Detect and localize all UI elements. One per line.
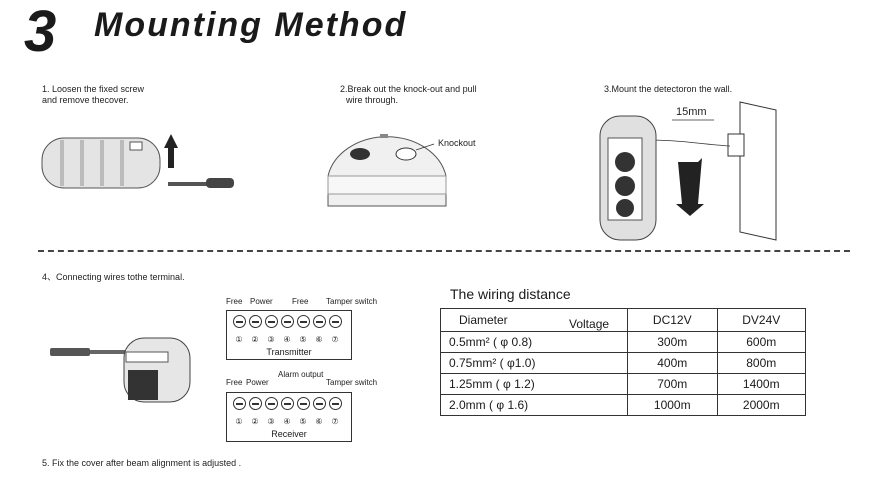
- header-voltage: Voltage: [569, 317, 610, 331]
- tx-label-free-2: Free: [292, 297, 309, 306]
- wiring-header-row: Diameter Voltage DC12V DV24V: [440, 308, 807, 332]
- tx-label-free-1: Free: [226, 297, 243, 306]
- step-2-line-1: 2.Break out the knock-out and pull: [340, 84, 477, 94]
- rx-terminal: [328, 397, 342, 410]
- tx-terminal: [312, 315, 326, 328]
- step-4-illustration: [50, 337, 191, 403]
- section-divider: [38, 250, 850, 252]
- step-3-illustration: [599, 101, 777, 241]
- tx-terminal: [264, 315, 278, 328]
- row-dv24v: 800m: [716, 352, 807, 374]
- wiring-table: Diameter Voltage DC12V DV24V 0.5mm² ( φ …: [440, 308, 807, 416]
- rx-terminal: [264, 397, 278, 410]
- row-diameter: 2.0mm ( φ 1.6): [440, 394, 628, 416]
- header-dv24v: DV24V: [716, 308, 807, 332]
- row-dv24v: 2000m: [716, 394, 807, 416]
- receiver-name: Receiver: [271, 429, 307, 439]
- rx-num: ③: [267, 417, 275, 426]
- tx-label-power: Power: [250, 297, 273, 306]
- step-5-text: 5. Fix the cover after beam alignment is…: [42, 458, 242, 468]
- header-dc12v: DC12V: [627, 308, 718, 332]
- rx-num: ⑦: [331, 417, 339, 426]
- row-dv24v: 1400m: [716, 373, 807, 395]
- tx-num: ⑥: [315, 335, 323, 344]
- tx-terminal: [328, 315, 342, 328]
- wiring-header-diameter-cell: Diameter Voltage: [440, 308, 628, 332]
- step-1-text: 1. Loosen the fixed screw and remove the…: [42, 84, 144, 106]
- rx-label-power: Power: [246, 378, 269, 387]
- rx-terminals: [227, 393, 351, 411]
- knockout-label: Knockout: [438, 138, 476, 148]
- tx-label-tamper: Tamper switch: [326, 297, 378, 306]
- wiring-row: 0.75mm² ( φ1.0) 400m 800m: [440, 352, 807, 374]
- tx-terminal: [232, 315, 246, 328]
- step-3-text: 3.Mount the detectoron the wall.: [604, 84, 733, 94]
- wiring-row: 2.0mm ( φ 1.6) 1000m 2000m: [440, 394, 807, 416]
- rx-terminal: [312, 397, 326, 410]
- row-dc12v: 300m: [627, 331, 718, 353]
- step-1-line-2: and remove thecover.: [42, 95, 129, 105]
- rx-num: ⑥: [315, 417, 323, 426]
- rx-num: ①: [235, 417, 243, 426]
- rx-num: ④: [283, 417, 291, 426]
- step-1-illustration: [41, 134, 234, 189]
- tx-num: ②: [251, 335, 259, 344]
- rx-terminal: [280, 397, 294, 410]
- step-2-illustration: [327, 134, 447, 207]
- rx-terminal: [232, 397, 246, 410]
- rx-label-tamper: Tamper switch: [326, 378, 378, 387]
- row-diameter: 0.5mm² ( φ 0.8): [440, 331, 628, 353]
- row-dc12v: 700m: [627, 373, 718, 395]
- rx-terminal: [248, 397, 262, 410]
- step-4-text: 4、Connecting wires tothe terminal.: [42, 272, 185, 282]
- page-title: Mounting Method: [94, 6, 408, 44]
- rx-label-alarm: Alarm output: [278, 370, 324, 379]
- tx-terminal: [296, 315, 310, 328]
- row-dc12v: 400m: [627, 352, 718, 374]
- transmitter-name: Transmitter: [266, 347, 312, 357]
- tx-num: ③: [267, 335, 275, 344]
- tx-num: ①: [235, 335, 243, 344]
- row-dv24v: 600m: [716, 331, 807, 353]
- rx-label-free: Free: [226, 378, 243, 387]
- rx-num: ②: [251, 417, 259, 426]
- wiring-row: 0.5mm² ( φ 0.8) 300m 600m: [440, 331, 807, 353]
- step-2-line-2: wire through.: [346, 95, 399, 105]
- row-dc12v: 1000m: [627, 394, 718, 416]
- section-number: 3: [24, 0, 57, 64]
- rx-terminal: [296, 397, 310, 410]
- row-diameter: 1.25mm ( φ 1.2): [440, 373, 628, 395]
- tx-terminal: [248, 315, 262, 328]
- tx-num: ④: [283, 335, 291, 344]
- tx-num: ⑤: [299, 335, 307, 344]
- wiring-row: 1.25mm ( φ 1.2) 700m 1400m: [440, 373, 807, 395]
- tx-num: ⑦: [331, 335, 339, 344]
- row-diameter: 0.75mm² ( φ1.0): [440, 352, 628, 374]
- dimension-label: 15mm: [676, 106, 707, 118]
- tx-terminals: [227, 311, 351, 329]
- tx-terminal: [280, 315, 294, 328]
- step-2-text: 2.Break out the knock-out and pull wire …: [340, 84, 477, 106]
- header-diameter: Diameter: [459, 313, 508, 327]
- wiring-title: The wiring distance: [450, 286, 571, 302]
- rx-num: ⑤: [299, 417, 307, 426]
- step-1-line-1: 1. Loosen the fixed screw: [42, 84, 145, 94]
